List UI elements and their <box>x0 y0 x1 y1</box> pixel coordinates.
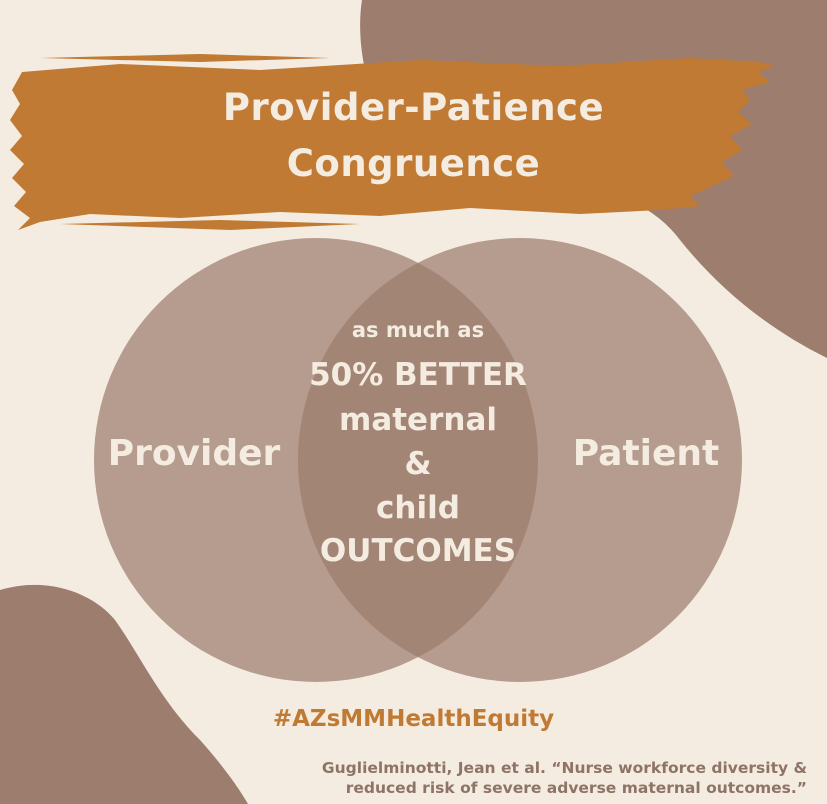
decorative-blob-bottom-left <box>0 584 248 804</box>
overlap-text-line-2: 50% BETTER <box>309 357 527 393</box>
overlap-text-line-4: & <box>404 446 432 482</box>
title-line-2: Congruence <box>286 142 541 185</box>
overlap-text-line-3: maternal <box>339 402 497 438</box>
title-brush-streak-top <box>40 54 330 62</box>
citation-line-1: Guglielminotti, Jean et al. “Nurse workf… <box>321 759 807 777</box>
title-brush-stroke <box>10 58 775 230</box>
hashtag: #AZsMMHealthEquity <box>272 706 555 732</box>
citation-line-2: reduced risk of severe adverse maternal … <box>345 779 807 797</box>
venn-label-provider: Provider <box>107 433 281 474</box>
title-line-1: Provider-Patience <box>222 86 605 129</box>
overlap-text-line-5: child <box>376 490 460 526</box>
overlap-text-line-1: as much as <box>351 318 485 342</box>
venn-circle-patient <box>298 238 742 682</box>
overlap-text-line-6: OUTCOMES <box>319 533 517 569</box>
venn-label-patient: Patient <box>572 433 720 474</box>
title-brush-streak-bottom <box>60 220 360 230</box>
